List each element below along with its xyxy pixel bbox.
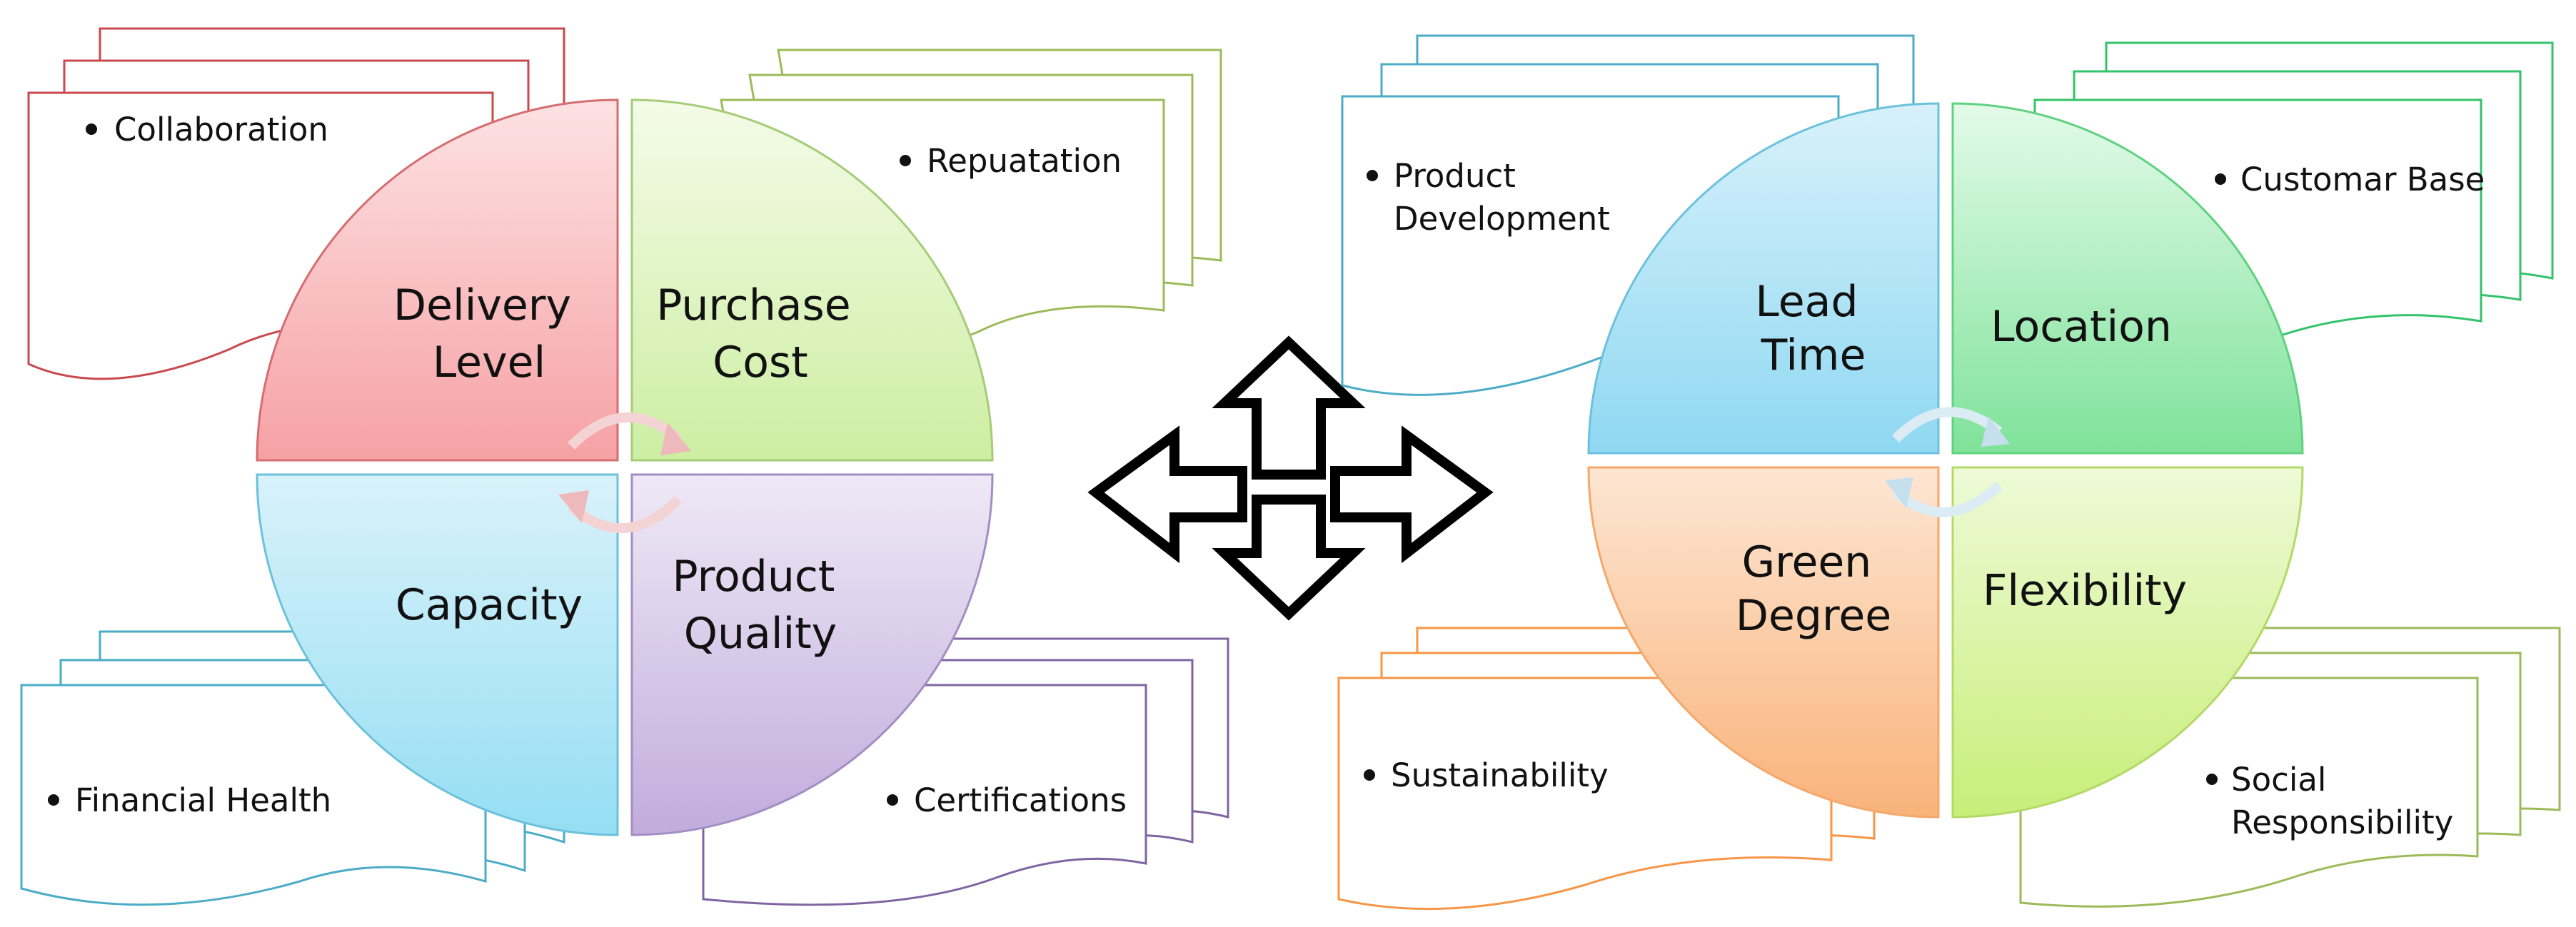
cycle-arrows-icon <box>1885 407 2010 517</box>
label-capacity: Capacity <box>396 580 583 630</box>
quadrant-product-quality <box>630 473 994 836</box>
svg-text:Certifications: Certifications <box>914 781 1127 819</box>
label-delivery-level: Delivery Level <box>393 280 585 387</box>
doc-text-repuatation: Repuatation <box>900 142 1122 180</box>
quadrant-green-degree <box>1587 466 1940 819</box>
quadrant-capacity <box>256 473 619 836</box>
quadrant-lead-time <box>1587 102 1940 455</box>
svg-text:Product Development: Product Development <box>1394 157 1610 238</box>
quadrant-flexibility <box>1951 466 2304 819</box>
label-green-degree: Green Degree <box>1736 537 1891 641</box>
four-way-arrow-icon <box>1087 335 1494 621</box>
right-cycle: Lead Time Location Green Degree Flexibil… <box>1337 34 2561 911</box>
cycle-arrows-icon <box>558 412 691 533</box>
label-product-quality: Product Quality <box>673 552 849 659</box>
label-location: Location <box>1991 302 2172 352</box>
doc-text-sustainability: Sustainability <box>1364 756 1609 794</box>
svg-text:Repuatation: Repuatation <box>927 142 1122 180</box>
left-cycle: Delivery Level Purchase Cost Capacity Pr… <box>20 27 1229 906</box>
doc-text-certifications: Certifications <box>887 781 1127 819</box>
doc-text-social-responsibility: Social Responsibility <box>2206 761 2453 841</box>
document-stack-product-development <box>1341 34 1915 396</box>
svg-text:Sustainability: Sustainability <box>1391 756 1609 794</box>
label-purchase-cost: Purchase Cost <box>656 280 865 387</box>
svg-text:Customar Base: Customar Base <box>2240 161 2485 198</box>
doc-text-product-development: Product Development <box>1367 157 1610 238</box>
doc-text-financial-health: Financial Health <box>48 781 331 819</box>
svg-text:Social Responsibility: Social Responsibility <box>2231 761 2453 841</box>
quadrant-purchase-cost <box>630 98 994 462</box>
quadrant-location <box>1951 102 2304 455</box>
svg-text:Financial Health: Financial Health <box>75 781 331 819</box>
label-lead-time: Lead Time <box>1755 277 1871 380</box>
label-flexibility: Flexibility <box>1983 566 2187 616</box>
doc-text-customar-base: Customar Base <box>2215 161 2485 198</box>
doc-text-collaboration: Collaboration <box>86 111 328 148</box>
svg-text:Collaboration: Collaboration <box>114 111 328 148</box>
quadrant-delivery-level <box>256 98 619 462</box>
